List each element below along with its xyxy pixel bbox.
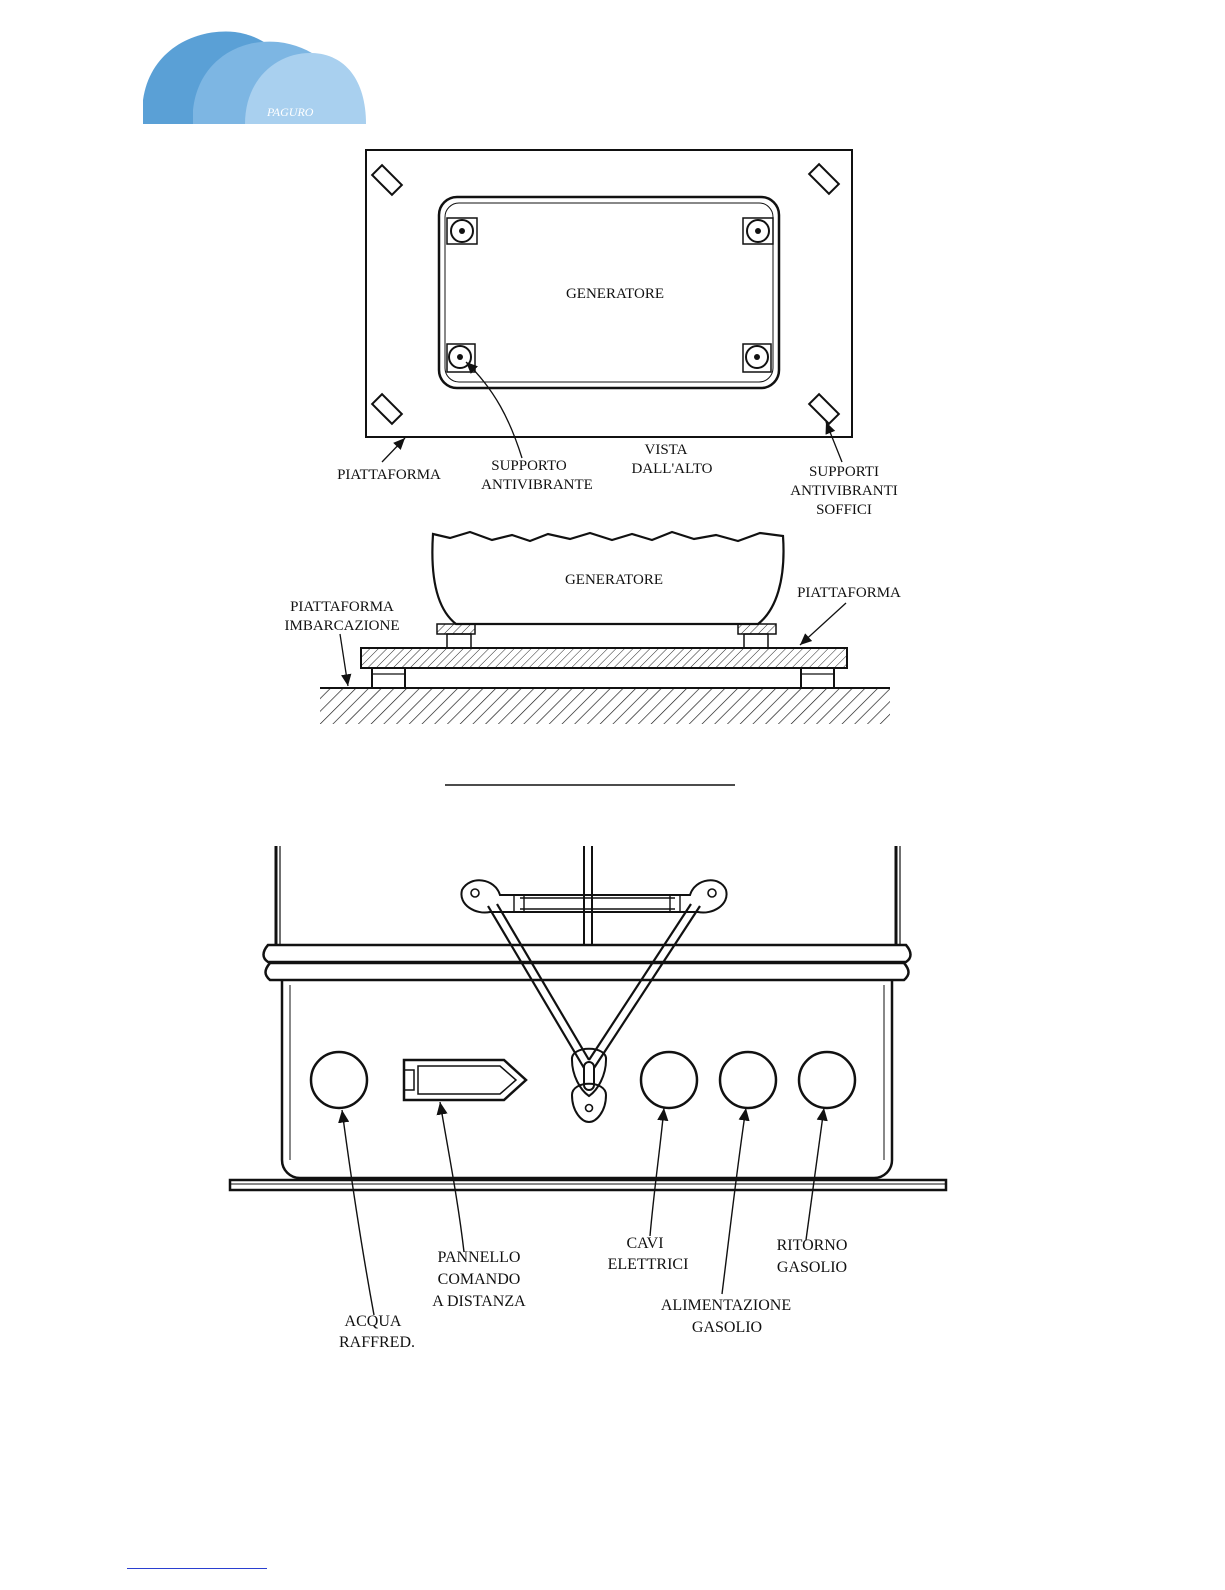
boat-platform-label-line1: PIATTAFORMA [290, 599, 394, 615]
fuel-supply-label-line1: ALIMENTAZIONE [661, 1297, 791, 1314]
remote-panel-label-line2: COMANDO [438, 1271, 521, 1288]
mount-br [743, 344, 771, 372]
remote-panel-label-line3: A DISTANZA [432, 1293, 526, 1310]
support-label-line1: SUPPORTO [491, 458, 567, 474]
soft-supports-label-line1: SUPPORTI [809, 464, 879, 480]
cooling-water-label-line2: RAFFRED. [339, 1334, 415, 1351]
boat-platform-label-line2: IMBARCAZIONE [285, 618, 400, 634]
soft-supports-label-line3: SOFFICI [816, 502, 872, 518]
electric-cables-port [641, 1052, 697, 1108]
logo-text: PAGURO [266, 105, 314, 119]
lifting-bridle [461, 880, 726, 1122]
fuel-return-label-line1: RITORNO [777, 1237, 848, 1254]
soft-support-pad-br [809, 394, 839, 424]
fuel-supply-port [720, 1052, 776, 1108]
remote-panel-connector [404, 1060, 526, 1100]
mount-tl [447, 218, 477, 244]
view-label-line2: DALL'ALTO [631, 461, 712, 477]
logo: PAGURO [143, 32, 366, 124]
front-view-diagram: ACQUA RAFFRED. PANNELLO COMANDO A DISTAN… [230, 846, 946, 1351]
side-platform-label: PIATTAFORMA [797, 585, 901, 601]
side-soft-support-right [801, 668, 834, 688]
top-generator-label: GENERATORE [566, 286, 664, 302]
side-platform-slab [361, 648, 847, 668]
mount-tr [743, 218, 773, 244]
side-soft-support-left [372, 668, 405, 688]
side-generator-label: GENERATORE [565, 572, 663, 588]
soft-support-pad-bl [372, 394, 402, 424]
top-view-diagram: GENERATORE PIATTAFORMA SUPPORTO ANTIVIBR… [337, 150, 898, 518]
electric-cables-label-line1: CAVI [626, 1235, 663, 1252]
side-mount-left-base [447, 634, 471, 648]
soft-support-pad-tl [372, 165, 402, 195]
rim-band-upper [264, 945, 911, 962]
top-platform-label: PIATTAFORMA [337, 467, 441, 483]
fuel-return-label-line2: GASOLIO [777, 1259, 847, 1276]
remote-panel-label-line1: PANNELLO [438, 1249, 521, 1266]
side-mount-right [738, 624, 776, 634]
view-label-line1: VISTA [645, 442, 688, 458]
soft-supports-label-line2: ANTIVIBRANTI [790, 483, 897, 499]
side-mount-left [437, 624, 475, 634]
fuel-return-port [799, 1052, 855, 1108]
front-base-plate [230, 1180, 946, 1190]
mount-bl [447, 344, 475, 372]
rim-band-lower [266, 963, 909, 980]
fuel-supply-label-line2: GASOLIO [692, 1319, 762, 1336]
footer-link-underline[interactable] [127, 1568, 267, 1569]
support-label-line2: ANTIVIBRANTE [481, 477, 593, 493]
front-casing [282, 980, 892, 1178]
boat-deck-hatching [320, 688, 890, 724]
cooling-water-port [311, 1052, 367, 1108]
side-view-diagram: GENERATORE PIATTAFORMA IMBARCAZIONE PIAT… [285, 532, 902, 724]
electric-cables-label-line2: ELETTRICI [608, 1256, 689, 1273]
cooling-water-label-line1: ACQUA [345, 1313, 402, 1330]
soft-support-pad-tr [809, 164, 839, 194]
side-mount-right-base [744, 634, 768, 648]
